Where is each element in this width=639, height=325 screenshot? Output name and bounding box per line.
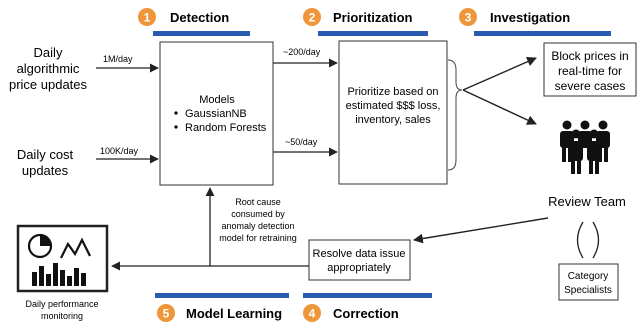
category-line: Specialists — [564, 285, 612, 296]
step-number-badge — [138, 8, 156, 26]
root-cause-note: Root cause consumed by anomaly detection… — [219, 197, 297, 243]
input-price-updates: Daily algorithmic price updates — [9, 45, 88, 92]
bottom-rate-label: ~50/day — [285, 137, 318, 147]
monitoring-line: monitoring — [41, 311, 83, 321]
models-title: Models — [199, 94, 235, 106]
root-cause-line: consumed by — [231, 209, 285, 219]
step-label: Model Learning — [186, 306, 282, 321]
step-accent-bar — [474, 31, 611, 36]
step-number: 1 — [144, 11, 151, 25]
block-line: severe cases — [555, 79, 626, 93]
monitoring-line: Daily performance — [25, 299, 98, 309]
dashboard-icon — [16, 224, 109, 293]
model-item: Random Forests — [185, 122, 267, 134]
input-label-line: updates — [22, 163, 69, 178]
prioritize-line: estimated $$$ loss, — [346, 100, 441, 112]
input-cost-updates: Daily cost updates — [17, 147, 74, 178]
review-team-icon — [560, 120, 610, 174]
input-label-line: price updates — [9, 77, 88, 92]
category-line: Category — [568, 271, 609, 282]
bullet-icon — [174, 125, 178, 129]
prioritize-line: inventory, sales — [355, 114, 431, 126]
model-item: GaussianNB — [185, 108, 247, 120]
review-team-label: Review Team — [548, 194, 626, 209]
step-accent-bar — [303, 293, 432, 298]
root-cause-line: Root cause — [235, 197, 281, 207]
grouping-brace — [447, 59, 463, 171]
resolve-box: Resolve data issue appropriately — [308, 239, 411, 281]
block-branch-arrow — [462, 57, 537, 91]
top-rate-label: ~200/day — [283, 47, 321, 57]
right-paren — [592, 221, 600, 259]
step-investigation: Investigation 3 — [459, 8, 611, 36]
block-line: Block prices in — [551, 49, 628, 63]
resolve-line: Resolve data issue — [313, 248, 406, 260]
input-label-line: Daily cost — [17, 147, 74, 162]
models-box: Models GaussianNB Random Forests — [159, 41, 274, 186]
root-cause-line: model for retraining — [219, 233, 297, 243]
root-cause-line: anomaly detection — [221, 221, 294, 231]
price-rate-label: 1M/day — [103, 54, 133, 64]
review-branch-arrow — [462, 89, 537, 125]
step-accent-bar — [153, 31, 250, 36]
step-label: Detection — [170, 10, 229, 25]
step-number-badge — [459, 8, 477, 26]
step-number-badge — [303, 304, 321, 322]
cost-rate-label: 100K/day — [100, 146, 139, 156]
step-number: 2 — [309, 11, 316, 25]
block-line: real-time for — [558, 64, 622, 78]
prioritize-line: Prioritize based on — [347, 86, 438, 98]
input-label-line: algorithmic — [17, 61, 80, 76]
step-accent-bar — [318, 31, 428, 36]
step-accent-bar — [155, 293, 289, 298]
step-label: Prioritization — [333, 10, 413, 25]
step-prioritization: 2 Prioritization — [303, 8, 428, 36]
left-paren — [576, 221, 584, 259]
step-number-badge — [303, 8, 321, 26]
step-label: Correction — [333, 306, 399, 321]
step-number: 3 — [465, 11, 472, 25]
prioritize-box: Prioritize based on estimated $$$ loss, … — [338, 40, 448, 185]
step-label: Investigation — [490, 10, 570, 25]
step-number: 4 — [309, 307, 316, 321]
input-label-line: Daily — [34, 45, 63, 60]
category-specialists-box: Category Specialists — [558, 263, 619, 301]
block-prices-box: Block prices in real-time for severe cas… — [543, 42, 637, 97]
bullet-icon — [174, 111, 178, 115]
step-model-learning: 5 Model Learning — [155, 293, 289, 322]
resolve-line: appropriately — [327, 262, 391, 274]
step-correction: 4 Correction — [303, 293, 432, 322]
step-detection: 1 Detection — [138, 8, 250, 36]
review-to-resolve-arrow — [413, 217, 549, 244]
step-number-badge — [157, 304, 175, 322]
step-number: 5 — [163, 307, 170, 321]
